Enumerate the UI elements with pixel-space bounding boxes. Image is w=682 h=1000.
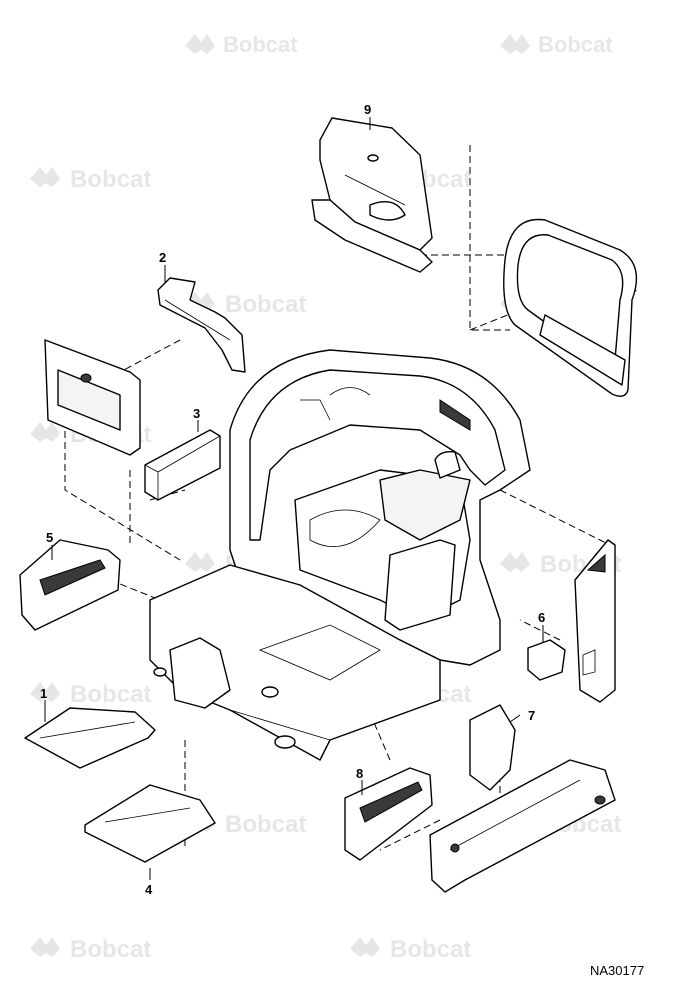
watermark-text: Bobcat bbox=[70, 936, 151, 963]
callout-8: 8 bbox=[356, 766, 363, 781]
watermark-text: Bobcat bbox=[223, 32, 298, 57]
watermark-logo: Bobcat bbox=[500, 32, 613, 57]
part-8-storage bbox=[344, 767, 433, 861]
watermark-text: Bobcat bbox=[390, 936, 471, 963]
watermark-text: Bobcat bbox=[70, 681, 151, 708]
part-6-bracket bbox=[527, 639, 566, 681]
right-side-panel bbox=[574, 539, 616, 703]
watermark-text: Bobcat bbox=[225, 291, 306, 318]
watermark-text: Bobcat bbox=[70, 166, 151, 193]
watermark-logo: Bobcat bbox=[30, 936, 151, 963]
callout-7: 7 bbox=[528, 708, 535, 723]
lower-frame bbox=[149, 564, 441, 761]
cab-door-frame bbox=[503, 218, 638, 397]
watermark-logo: Bobcat bbox=[185, 291, 306, 318]
callout-5: 5 bbox=[46, 530, 53, 545]
part-2-bracket bbox=[157, 277, 246, 373]
diagram-reference-code: NA30177 bbox=[590, 963, 644, 978]
part-3-pad bbox=[144, 429, 221, 501]
callout-9: 9 bbox=[364, 102, 371, 117]
left-side-panel bbox=[44, 339, 141, 456]
callout-4: 4 bbox=[145, 882, 153, 897]
callout-1: 1 bbox=[40, 686, 47, 701]
cab-structure bbox=[229, 349, 531, 666]
callouts: 9 2 3 5 1 4 6 7 8 bbox=[40, 102, 545, 897]
watermark-logo: Bobcat bbox=[30, 681, 151, 708]
rear-lower-panel bbox=[429, 759, 616, 893]
callout-6: 6 bbox=[538, 610, 545, 625]
part-4-floor-plate bbox=[84, 784, 216, 863]
watermark-text: Bobcat bbox=[538, 32, 613, 57]
watermark-logo: Bobcat bbox=[185, 32, 298, 57]
part-5-storage bbox=[19, 539, 121, 631]
watermark-logo: Bobcat bbox=[30, 166, 151, 193]
watermark-logo: Bobcat bbox=[350, 936, 471, 963]
leader-lines bbox=[44, 117, 544, 880]
part-9-top-panel bbox=[311, 117, 433, 273]
callout-2: 2 bbox=[159, 250, 166, 265]
part-7-cover bbox=[469, 704, 516, 791]
watermark-layer: Bobcat Bobcat Bobcat Bobcat Bobcat Bobca… bbox=[30, 32, 621, 963]
callout-3: 3 bbox=[193, 406, 200, 421]
part-1-floor-plate bbox=[24, 707, 156, 769]
watermark-text: Bobcat bbox=[225, 811, 306, 838]
